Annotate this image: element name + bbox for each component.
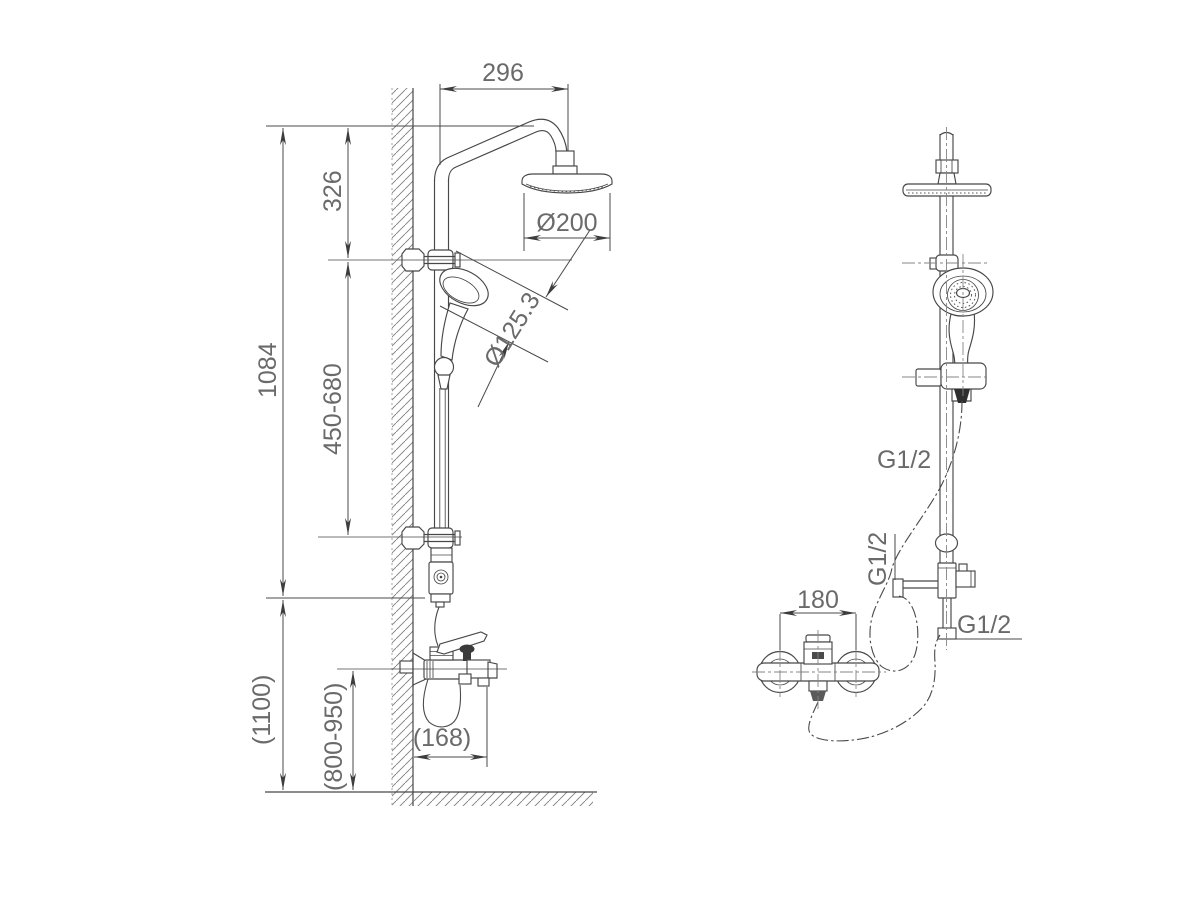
front-rain-head: [902, 159, 992, 197]
thread-bottom-inlet-label: G1/2: [957, 611, 1011, 639]
top-nut: [935, 159, 959, 174]
dim-column-height: 1084: [254, 342, 282, 398]
mixer-hose-loop-side: [422, 678, 462, 728]
dim-overall-height: (1100): [248, 675, 276, 745]
spout-tip: [487, 661, 498, 679]
diverter-block: [428, 547, 454, 608]
dim-arm-reach: 296: [482, 59, 524, 87]
dim-hand-shower-diameter: Ø125.3: [479, 288, 546, 372]
side-centerlines: [318, 259, 572, 670]
tee-left-elbow: [892, 578, 904, 598]
hand-shower-hose-nut-side: [433, 356, 455, 378]
dim-head-diameter: Ø200: [536, 209, 597, 237]
front-centerlines: [752, 127, 990, 712]
block-cap: [430, 593, 451, 603]
front-slider: [915, 362, 987, 403]
dim-125-tangent2: [439, 305, 549, 363]
head-stem: [937, 172, 957, 185]
side-dimension-labels: 296 Ø200 326 1084 450-680 (1100) (800-95…: [248, 59, 598, 791]
reference-lines: [266, 84, 611, 767]
mixer-lever-side: [436, 631, 488, 655]
floor-section: [265, 791, 597, 806]
front-view: 180 G1/2 G1/2 G1/2: [752, 127, 1022, 742]
tee-assembly: [892, 533, 976, 640]
shower-arm-outer: [433, 118, 568, 182]
block-nipple: [435, 601, 445, 608]
hand-shower-side: [433, 267, 489, 390]
lower-bracket-pin-end: [454, 530, 461, 546]
hose-nut-front: [954, 389, 970, 403]
spout-outlet: [477, 677, 490, 687]
dim-mixer-height: (800-950): [320, 683, 348, 791]
wall-section: [391, 88, 414, 806]
rain-head-disc-side: [521, 173, 613, 194]
head-connector-flange: [552, 165, 578, 175]
thread-side-inlet-label: G1/2: [864, 532, 892, 586]
wall-hatch: [392, 88, 413, 806]
side-dimensions: [279, 85, 610, 790]
front-labels: 180 G1/2 G1/2 G1/2: [797, 446, 1011, 639]
mixer-side: [399, 606, 498, 728]
tee-right-outlet: [955, 570, 976, 588]
mixer-wall-anchor: [399, 660, 414, 674]
thread-riser-label: G1/2: [877, 446, 931, 474]
side-view: 296 Ø200 326 1084 450-680 (1100) (800-95…: [248, 59, 613, 806]
hand-shower-hose-cone: [437, 374, 451, 390]
lower-bracket: [401, 526, 461, 550]
lower-bracket-plate: [401, 526, 425, 550]
front-dimensions: [779, 534, 1022, 650]
front-hoses: [808, 400, 963, 742]
spout-nut: [458, 673, 472, 685]
dim-upper-offset: 326: [319, 170, 347, 212]
slider-left-block: [915, 368, 942, 387]
lower-bracket-clamp: [427, 527, 454, 549]
dim-mixer-centers: 180: [797, 586, 839, 614]
dim-125-tangent1: [455, 250, 569, 311]
head-connector-nut: [555, 150, 575, 167]
mixer-hose-upper-side: [434, 606, 440, 647]
rain-head-side: [521, 150, 613, 194]
dim-spout-reach: (168): [413, 724, 471, 752]
floor-hatch: [413, 792, 593, 806]
hand-shower-handle-side: [440, 302, 469, 361]
dim-125-arrow1: [545, 229, 591, 298]
slider-collar: [940, 362, 987, 390]
mixer-to-tee-hose: [808, 634, 941, 742]
bottom-inlet-fitting: [937, 627, 957, 640]
dim-holder-range: 450-680: [319, 363, 347, 455]
hand-shower-hose-front: [869, 400, 963, 672]
shower-arm-inner: [447, 130, 557, 182]
dim-125-arrow2: [477, 341, 510, 408]
